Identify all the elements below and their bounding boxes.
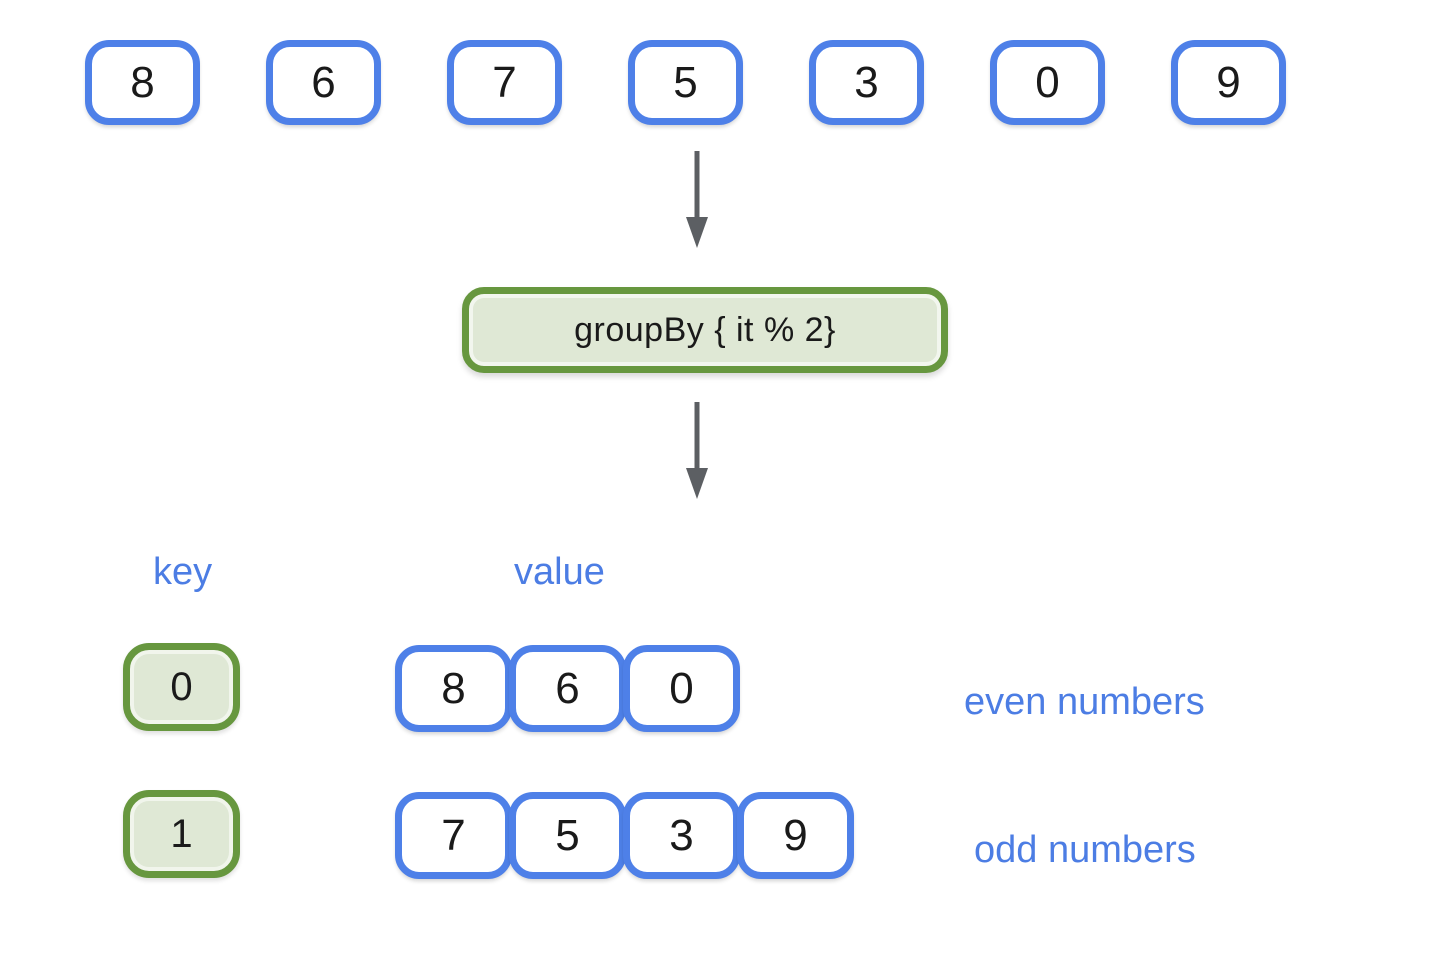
- key-box-even: 0: [123, 643, 240, 731]
- input-list: 8 6 7 5 3 0 9: [85, 40, 1286, 125]
- value-cell: 3: [623, 792, 740, 879]
- value-list-odd: 7 5 3 9: [395, 792, 854, 879]
- value-cell: 5: [509, 792, 626, 879]
- input-cell: 8: [85, 40, 200, 125]
- value-header-label: value: [514, 551, 605, 593]
- value-cell: 0: [623, 645, 740, 732]
- down-arrow-icon: [686, 402, 708, 499]
- value-cell: 9: [737, 792, 854, 879]
- key-box-odd: 1: [123, 790, 240, 878]
- value-cell: 6: [509, 645, 626, 732]
- input-cell: 3: [809, 40, 924, 125]
- group-annotation-odd: odd numbers: [974, 829, 1196, 871]
- input-cell: 9: [1171, 40, 1286, 125]
- value-cell: 7: [395, 792, 512, 879]
- group-annotation-even: even numbers: [964, 681, 1205, 723]
- input-cell: 6: [266, 40, 381, 125]
- input-cell: 5: [628, 40, 743, 125]
- input-cell: 0: [990, 40, 1105, 125]
- value-cell: 8: [395, 645, 512, 732]
- key-header-label: key: [153, 551, 213, 593]
- value-list-even: 8 6 0: [395, 645, 740, 732]
- groupby-operation-box: groupBy { it % 2}: [462, 287, 948, 373]
- down-arrow-icon: [686, 151, 708, 248]
- input-cell: 7: [447, 40, 562, 125]
